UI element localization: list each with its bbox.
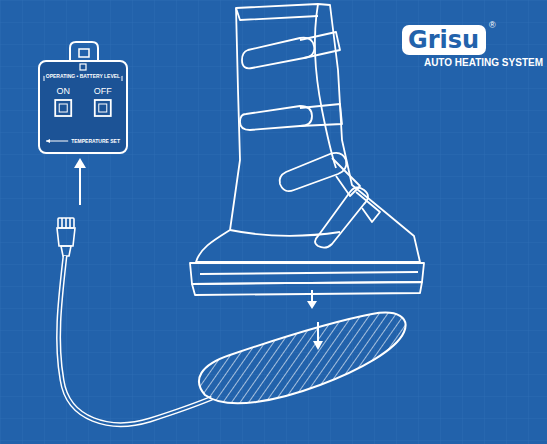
strap-slot (79, 49, 89, 57)
controller-box: OPERATING • BATTERY LEVEL ON OFF TEMPERATUR… (38, 60, 128, 154)
arrow-down-head (307, 301, 317, 309)
status-label: OPERATING • BATTERY LEVEL (46, 73, 120, 79)
button-label: ON (56, 86, 70, 96)
arrow-up (79, 162, 81, 205)
button-label: OFF (94, 86, 112, 96)
arrow-up-head (74, 158, 86, 168)
logo-subtitle: AUTO HEATING SYSTEM (424, 57, 543, 68)
cable-core (59, 256, 212, 424)
cable (59, 256, 212, 424)
plug (57, 218, 75, 256)
logo-box: Grisu (402, 25, 486, 55)
controller-strap (70, 42, 98, 62)
logo-text: Grisu (402, 25, 485, 55)
registered-mark: ® (489, 20, 496, 30)
setting-label: TEMPERATURE SET (71, 138, 120, 144)
ski-boot (190, 4, 424, 295)
heated-insole (180, 300, 420, 420)
